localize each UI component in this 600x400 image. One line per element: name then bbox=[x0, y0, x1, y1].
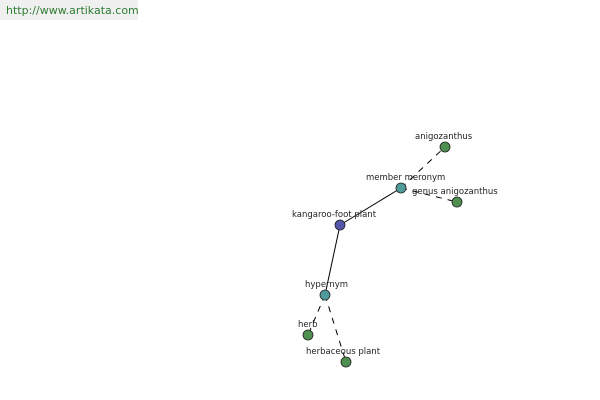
node-meronym[interactable] bbox=[395, 182, 407, 194]
graph-edges bbox=[307, 146, 458, 363]
edge-meronym-genus bbox=[400, 187, 458, 203]
edge-kangaroo-meronym bbox=[339, 187, 402, 226]
node-kangaroo[interactable] bbox=[334, 219, 346, 231]
node-label-herb: herb bbox=[298, 320, 318, 330]
edge-meronym-anigozanthus bbox=[400, 146, 446, 189]
node-anigozanthus[interactable] bbox=[439, 141, 451, 153]
node-label-genus: genus anigozanthus bbox=[412, 187, 498, 197]
node-label-herbaceous: herbaceous plant bbox=[306, 347, 381, 357]
edge-hypernym-herb bbox=[307, 294, 326, 336]
node-herb[interactable] bbox=[302, 329, 314, 341]
node-label-hypernym: hypernym bbox=[305, 280, 348, 290]
node-label-kangaroo: kangaroo-foot plant bbox=[292, 210, 377, 220]
edge-kangaroo-hypernym bbox=[324, 224, 341, 296]
node-herbaceous[interactable] bbox=[340, 356, 352, 368]
source-url-link[interactable]: http://www.artikata.com bbox=[0, 0, 139, 20]
node-hypernym[interactable] bbox=[319, 289, 331, 301]
graph-nodes: kangaroo-foot plant member meronym anigoza… bbox=[292, 132, 498, 368]
node-label-meronym: member meronym bbox=[366, 173, 445, 183]
node-genus[interactable] bbox=[451, 196, 463, 208]
node-label-anigozanthus: anigozanthus bbox=[415, 132, 473, 142]
